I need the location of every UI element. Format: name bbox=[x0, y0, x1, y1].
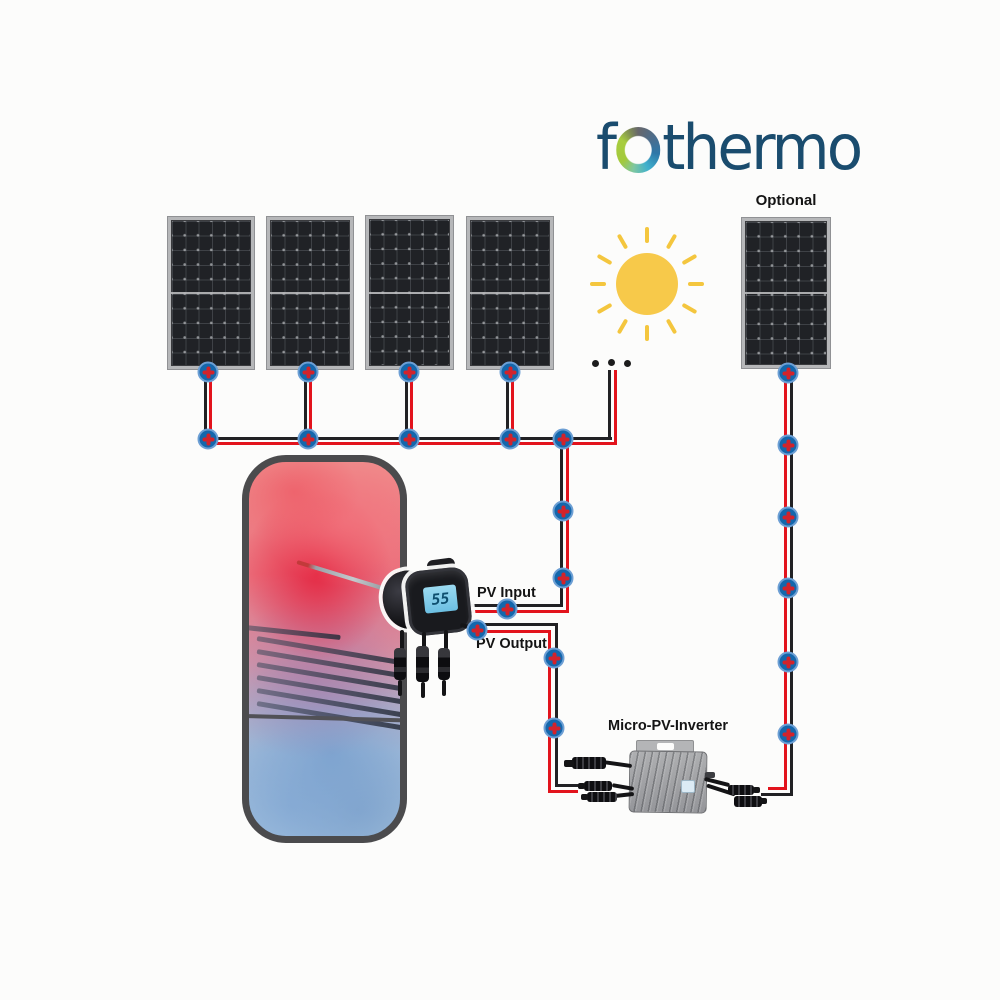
wire-red bbox=[511, 372, 514, 445]
wire-black bbox=[608, 370, 611, 440]
wire-red bbox=[614, 370, 617, 445]
wire-connector-dot bbox=[499, 428, 521, 450]
logo-text-f: f bbox=[596, 111, 617, 184]
temperature-value: 55 bbox=[430, 589, 451, 609]
wire-black bbox=[506, 372, 509, 440]
mc4-connector-icon bbox=[438, 648, 450, 680]
wire-connector-dot bbox=[777, 362, 799, 384]
connector-tip bbox=[442, 680, 446, 696]
hot-water-tank bbox=[242, 455, 407, 843]
wire-connector-dot bbox=[297, 361, 319, 383]
wire-red bbox=[209, 372, 212, 445]
fothermo-swirl-ring-icon bbox=[615, 127, 661, 173]
pv-input-label: PV Input bbox=[477, 585, 536, 601]
wire-connector-dot bbox=[552, 567, 574, 589]
wire-connector-dot bbox=[496, 598, 518, 620]
wire-connector-dot bbox=[777, 723, 799, 745]
controller-cable bbox=[400, 630, 404, 650]
wire-connector-dot bbox=[543, 717, 565, 739]
connector-tip bbox=[421, 682, 425, 698]
micro-pv-inverter-body bbox=[628, 750, 708, 814]
wire-red bbox=[548, 790, 578, 793]
mc4-connector-icon bbox=[587, 792, 617, 802]
wire-red bbox=[566, 445, 569, 613]
temperature-display: 55 bbox=[422, 584, 459, 614]
wire-connector-dot bbox=[777, 651, 799, 673]
inverter-nameplate bbox=[681, 780, 695, 793]
wire-black bbox=[481, 623, 558, 626]
wire-black bbox=[204, 372, 207, 440]
connector-tip bbox=[564, 760, 574, 767]
wire-connector-dot bbox=[197, 428, 219, 450]
wire-connector-dot bbox=[398, 428, 420, 450]
wire-connector-dot bbox=[466, 619, 488, 641]
more-panels-ellipsis-icon bbox=[592, 360, 599, 367]
mc4-connector-icon bbox=[394, 648, 406, 680]
solar-panel-3 bbox=[366, 216, 453, 369]
wire-red bbox=[548, 630, 551, 793]
pv-output-label: PV Output bbox=[476, 636, 547, 652]
more-panels-ellipsis-icon bbox=[608, 359, 615, 366]
connector-tip bbox=[753, 787, 760, 793]
solar-panel-1 bbox=[168, 217, 254, 369]
mc4-connector-icon bbox=[584, 781, 612, 791]
wire-connector-dot bbox=[197, 361, 219, 383]
wire-connector-dot bbox=[777, 434, 799, 456]
micro-pv-inverter-label: Micro-PV-Inverter bbox=[608, 718, 729, 734]
inverter-cable bbox=[601, 759, 633, 769]
controller-cable bbox=[444, 630, 448, 650]
connector-tip bbox=[578, 783, 585, 789]
wire-black bbox=[560, 440, 563, 607]
solar-panel-optional bbox=[742, 218, 830, 368]
mc4-connector-icon bbox=[416, 646, 429, 682]
wire-connector-dot bbox=[552, 428, 574, 450]
wire-black bbox=[761, 793, 793, 796]
wire-red bbox=[477, 630, 551, 633]
wire-connector-dot bbox=[777, 506, 799, 528]
connector-tip bbox=[398, 680, 402, 696]
mc4-connector-icon bbox=[734, 796, 762, 807]
wire-connector-dot bbox=[543, 647, 565, 669]
solar-panel-2 bbox=[267, 217, 353, 369]
connector-tip bbox=[760, 798, 767, 804]
wire-black bbox=[405, 372, 408, 440]
controller-cable bbox=[422, 632, 426, 648]
wire-connector-dot bbox=[552, 500, 574, 522]
wire-connector-dot bbox=[499, 361, 521, 383]
wire-black bbox=[555, 784, 582, 787]
optional-label: Optional bbox=[755, 192, 817, 209]
inverter-mount-slot bbox=[657, 743, 674, 750]
solar-panel-4 bbox=[467, 217, 553, 369]
mc4-connector-icon bbox=[572, 757, 606, 769]
more-panels-ellipsis-icon bbox=[624, 360, 631, 367]
wire-red bbox=[410, 372, 413, 445]
wire-red bbox=[768, 787, 787, 790]
connector-tip bbox=[581, 794, 588, 800]
wire-black bbox=[555, 623, 558, 787]
wire-connector-dot bbox=[777, 577, 799, 599]
wire-red bbox=[470, 610, 569, 613]
wire-red bbox=[309, 372, 312, 445]
logo-text-thermo: thermo bbox=[662, 111, 863, 184]
inverter-ac-stub bbox=[705, 772, 715, 778]
mc4-connector-icon bbox=[728, 785, 754, 795]
wire-connector-dot bbox=[398, 361, 420, 383]
wire-connector-dot bbox=[297, 428, 319, 450]
wire-black bbox=[304, 372, 307, 440]
